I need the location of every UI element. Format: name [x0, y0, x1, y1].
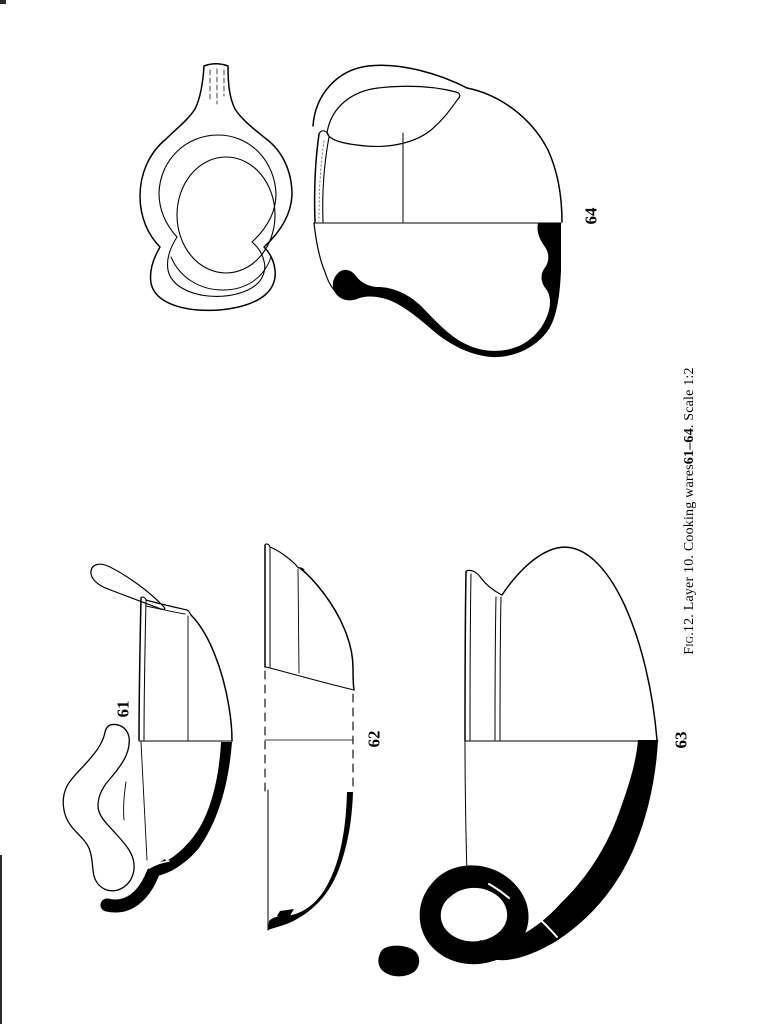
scan-corner-speck — [0, 0, 6, 4]
figure-caption: Fig. 12. Layer 10. Cooking wares 61–64. … — [679, 351, 701, 671]
vessel-61-number-label: 61 — [114, 701, 133, 718]
caption-number-range: 61–64 — [682, 428, 697, 465]
vessel-62-number-label: 62 — [365, 731, 384, 748]
handle-stem-hatching — [209, 68, 225, 105]
vessel-64-profile-drawing — [312, 64, 563, 358]
vessel-64-top-view-drawing — [139, 63, 293, 312]
vessel-63-number-label: 63 — [672, 732, 691, 749]
vessel-61-profile-drawing — [62, 563, 233, 913]
scan-edge-artifact — [0, 855, 2, 1024]
caption-fig-label: Fig. — [682, 632, 697, 655]
caption-scale: . Scale 1:2 — [682, 367, 697, 429]
vessel-64-number-label: 64 — [582, 207, 601, 225]
vessel-62-profile-drawing — [264, 543, 355, 931]
handle-cross-section-blob — [378, 945, 420, 977]
caption-body: 12. Layer 10. Cooking wares — [682, 464, 697, 633]
vessel-63-profile-drawing — [378, 546, 659, 977]
